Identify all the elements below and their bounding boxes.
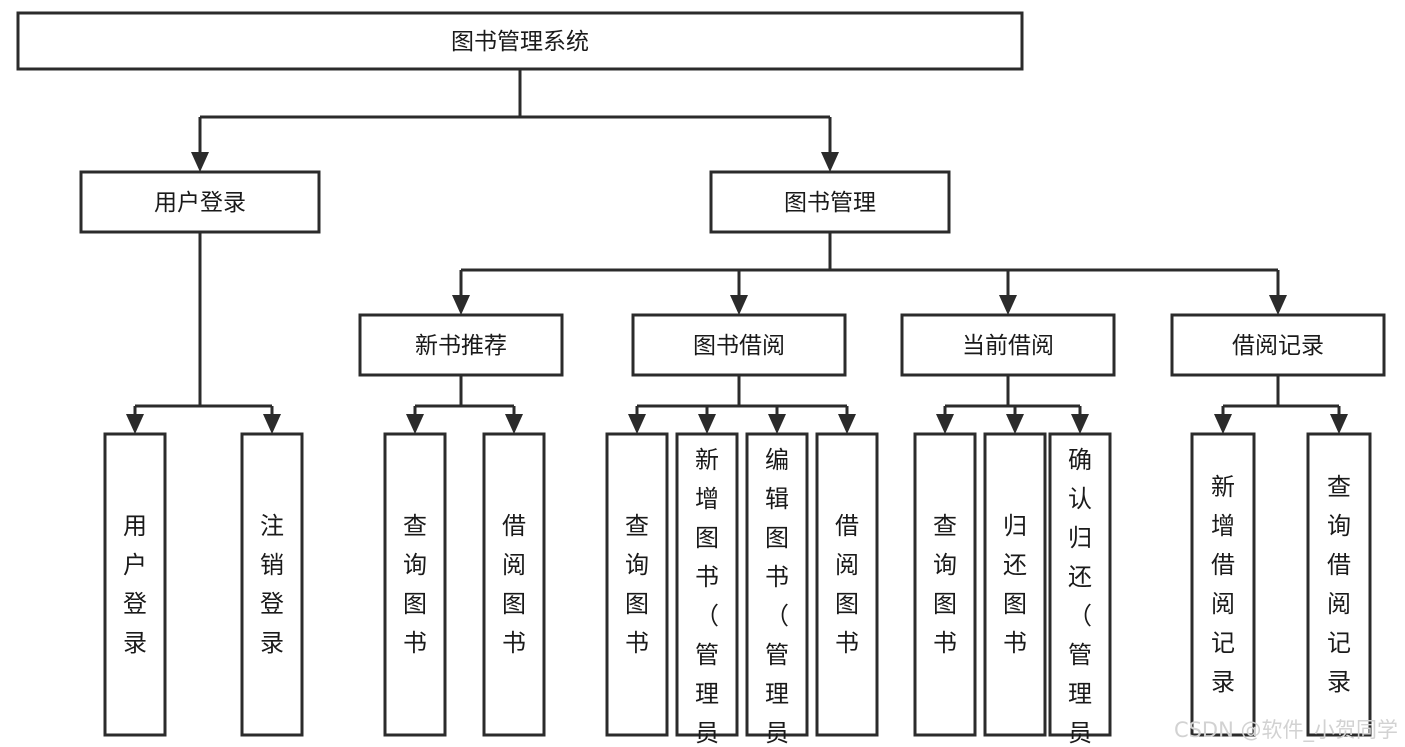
node-leaf-confirm-return-label: 确认归还（管理员） [1068,446,1092,747]
node-leaf-add-book[interactable]: 新增图书（管理员） [675,432,739,747]
node-leaf-logout-label: 注销登录 [260,512,284,657]
arrow-head-icon [191,152,209,172]
arrow-head-icon [263,414,281,434]
node-borrow-record[interactable]: 借阅记录 [1170,313,1386,377]
node-book-manage-rect [709,170,951,234]
node-leaf-edit-book[interactable]: 编辑图书（管理员） [745,432,809,747]
node-leaf-query-record-rect [1306,432,1372,737]
node-leaf-query-book-2-rect [605,432,669,737]
node-user-login[interactable]: 用户登录 [79,170,321,234]
node-leaf-confirm-return[interactable]: 确认归还（管理员） [1048,432,1112,747]
node-leaf-add-record-label: 新增借阅记录 [1211,473,1235,696]
node-leaf-borrow-book-1-label: 借阅图书 [502,512,526,657]
arrow-head-icon [126,414,144,434]
node-leaf-query-book-2-label: 查询图书 [625,512,649,657]
arrow-head-icon [936,414,954,434]
node-leaf-return-book-rect [983,432,1047,737]
arrow-head-icon [1330,414,1348,434]
node-leaf-add-book-label: 新增图书（管理员） [695,446,719,747]
node-current-borrow[interactable]: 当前借阅 [900,313,1116,377]
arrow-head-icon [452,295,470,315]
node-leaf-user-login[interactable]: 用户登录 [103,432,167,737]
node-leaf-query-book-1-rect [383,432,447,737]
arrow-head-icon [406,414,424,434]
node-book-borrow[interactable]: 图书借阅 [631,313,847,377]
node-leaf-user-login-rect [103,432,167,737]
node-leaf-logout[interactable]: 注销登录 [240,432,304,737]
arrow-head-icon [698,414,716,434]
node-book-borrow-rect [631,313,847,377]
node-leaf-query-record-label: 查询借阅记录 [1327,473,1351,696]
arrow-head-icon [999,295,1017,315]
node-leaf-query-book-2[interactable]: 查询图书 [605,432,669,737]
node-leaf-user-login-label: 用户登录 [123,512,147,657]
node-user-login-rect [79,170,321,234]
node-root-system-rect [16,11,1024,71]
node-leaf-return-book-label: 归还图书 [1003,512,1027,657]
node-leaf-edit-book-rect [745,432,809,737]
arrow-head-icon [628,414,646,434]
node-current-borrow-label: 当前借阅 [962,333,1054,359]
node-new-book-rec[interactable]: 新书推荐 [358,313,564,377]
node-borrow-record-label: 借阅记录 [1232,333,1324,359]
node-leaf-add-book-rect [675,432,739,737]
node-leaf-borrow-book-1[interactable]: 借阅图书 [482,432,546,737]
arrow-head-icon [730,295,748,315]
node-leaf-edit-book-label: 编辑图书（管理员） [765,446,789,747]
node-leaf-query-book-1-label: 查询图书 [403,512,427,657]
arrow-head-icon [1214,414,1232,434]
node-leaf-query-book-3[interactable]: 查询图书 [913,432,977,737]
node-leaf-borrow-book-2[interactable]: 借阅图书 [815,432,879,737]
arrow-head-icon [1269,295,1287,315]
boxes-layer: 图书管理系统用户登录图书管理新书推荐图书借阅当前借阅借阅记录用户登录注销登录查询… [16,11,1386,747]
connectors-layer [126,69,1348,434]
node-book-manage[interactable]: 图书管理 [709,170,951,234]
node-borrow-record-rect [1170,313,1386,377]
node-leaf-confirm-return-rect [1048,432,1112,737]
node-leaf-borrow-book-2-rect [815,432,879,737]
node-leaf-add-record-rect [1190,432,1256,737]
arrow-head-icon [1006,414,1024,434]
node-leaf-query-book-3-label: 查询图书 [933,512,957,657]
node-new-book-rec-label: 新书推荐 [415,333,507,359]
node-book-manage-label: 图书管理 [784,190,876,216]
arrow-head-icon [505,414,523,434]
node-root-system[interactable]: 图书管理系统 [16,11,1024,71]
arrow-head-icon [821,152,839,172]
node-leaf-query-book-3-rect [913,432,977,737]
node-leaf-borrow-book-1-rect [482,432,546,737]
node-leaf-query-record[interactable]: 查询借阅记录 [1306,432,1372,737]
node-leaf-add-record[interactable]: 新增借阅记录 [1190,432,1256,737]
node-user-login-label: 用户登录 [154,190,246,216]
node-leaf-return-book[interactable]: 归还图书 [983,432,1047,737]
node-leaf-logout-rect [240,432,304,737]
node-leaf-query-book-1[interactable]: 查询图书 [383,432,447,737]
arrow-head-icon [1071,414,1089,434]
arrow-head-icon [768,414,786,434]
watermark-label: CSDN @软件_小贺同学 [1174,718,1398,743]
node-leaf-borrow-book-2-label: 借阅图书 [835,512,859,657]
node-root-system-label: 图书管理系统 [451,29,589,55]
arrow-head-icon [838,414,856,434]
node-new-book-rec-rect [358,313,564,377]
node-book-borrow-label: 图书借阅 [693,333,785,359]
node-current-borrow-rect [900,313,1116,377]
